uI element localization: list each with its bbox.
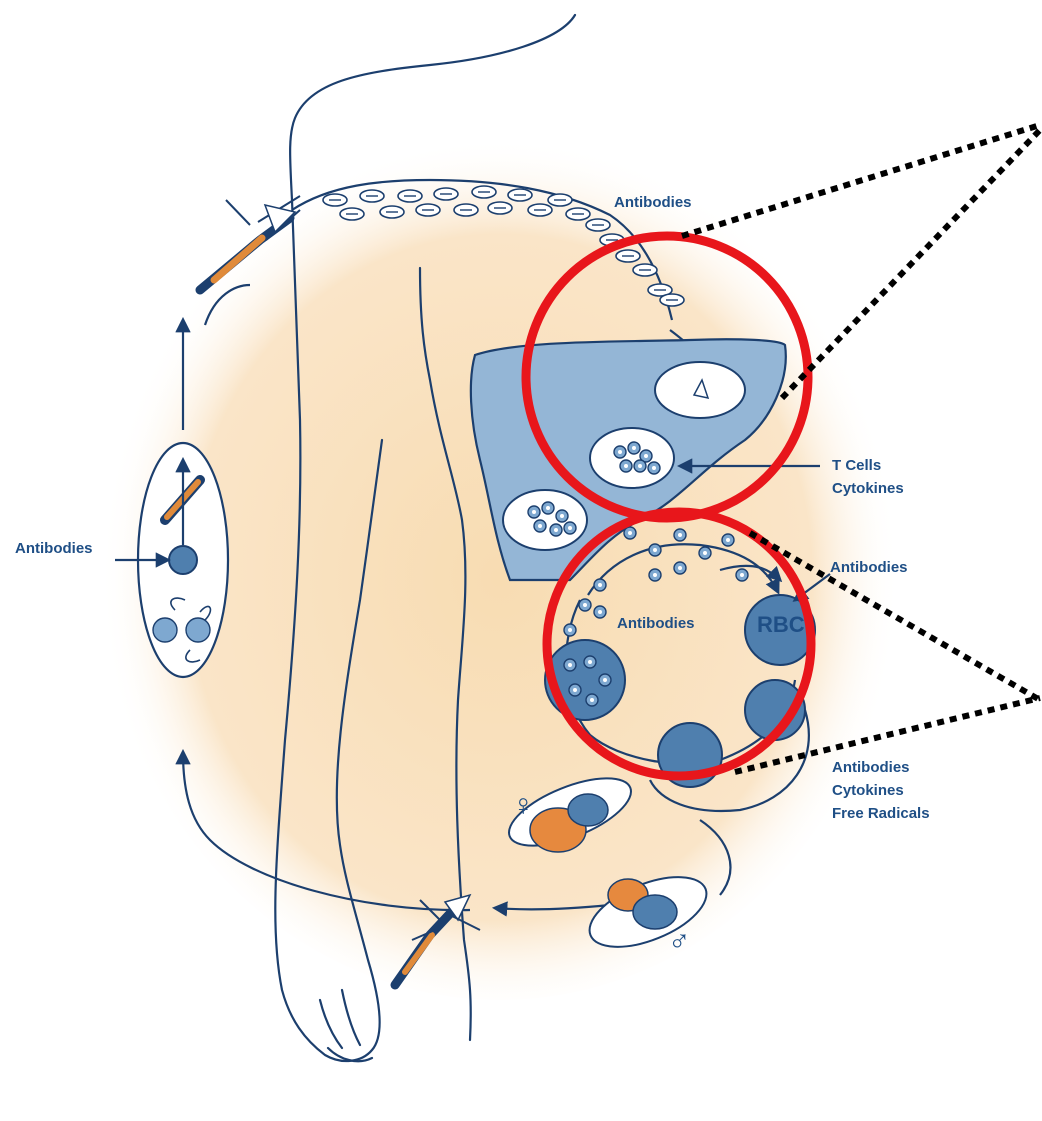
cytokines-bottom-label: Cytokines: [832, 782, 904, 799]
antibodies-inner-label: Antibodies: [617, 615, 695, 632]
t-cells-label: T Cells: [832, 457, 881, 474]
male-symbol: ♂: [668, 924, 691, 957]
cytokines-tcell-label: Cytokines: [832, 480, 904, 497]
free-radicals-label: Free Radicals: [832, 805, 930, 822]
antibodies-left-label: Antibodies: [15, 540, 93, 557]
rbc-label: RBC: [757, 612, 805, 637]
antibodies-rbc-label: Antibodies: [830, 559, 908, 576]
female-symbol: ♀: [512, 789, 535, 822]
antibodies-top-label: Antibodies: [614, 194, 692, 211]
antibodies-bottom-label: Antibodies: [832, 759, 910, 776]
